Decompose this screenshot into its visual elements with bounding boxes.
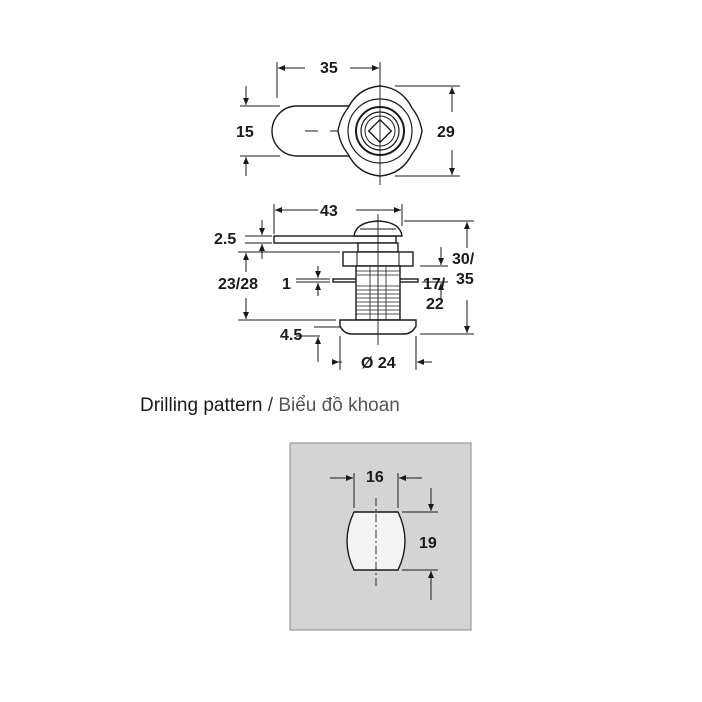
dim-1: 1	[282, 276, 291, 293]
drilling-pattern	[289, 442, 472, 631]
dim-diameter-24: Ø 24	[361, 355, 396, 372]
dim-23-28: 23/28	[218, 276, 258, 293]
dim-16: 16	[366, 469, 384, 486]
dim-35: 35	[320, 60, 338, 77]
dim-17: 17/	[423, 276, 446, 293]
side-dimension-lines	[238, 204, 474, 370]
top-view	[271, 70, 423, 185]
dim-22: 22	[426, 296, 444, 313]
top-dimension-lines	[240, 62, 460, 177]
dim-2-5: 2.5	[214, 231, 236, 248]
dim-43: 43	[320, 203, 338, 220]
panel	[289, 442, 472, 631]
caption-en: Drilling pattern	[140, 395, 263, 416]
dim-15: 15	[236, 124, 254, 141]
caption-vi: Biểu đồ khoan	[278, 395, 400, 416]
dim-4-5: 4.5	[280, 327, 302, 344]
dim-29: 29	[437, 124, 455, 141]
cam-bar	[273, 235, 397, 244]
caption-separator: /	[262, 395, 279, 416]
key-square	[367, 118, 393, 144]
side-view	[273, 214, 419, 345]
drilling-caption: Drilling pattern / Biểu đồ khoan	[140, 395, 400, 417]
dim-30: 30/	[452, 251, 475, 268]
dim-35-side: 35	[456, 271, 474, 288]
dim-19: 19	[419, 535, 437, 552]
